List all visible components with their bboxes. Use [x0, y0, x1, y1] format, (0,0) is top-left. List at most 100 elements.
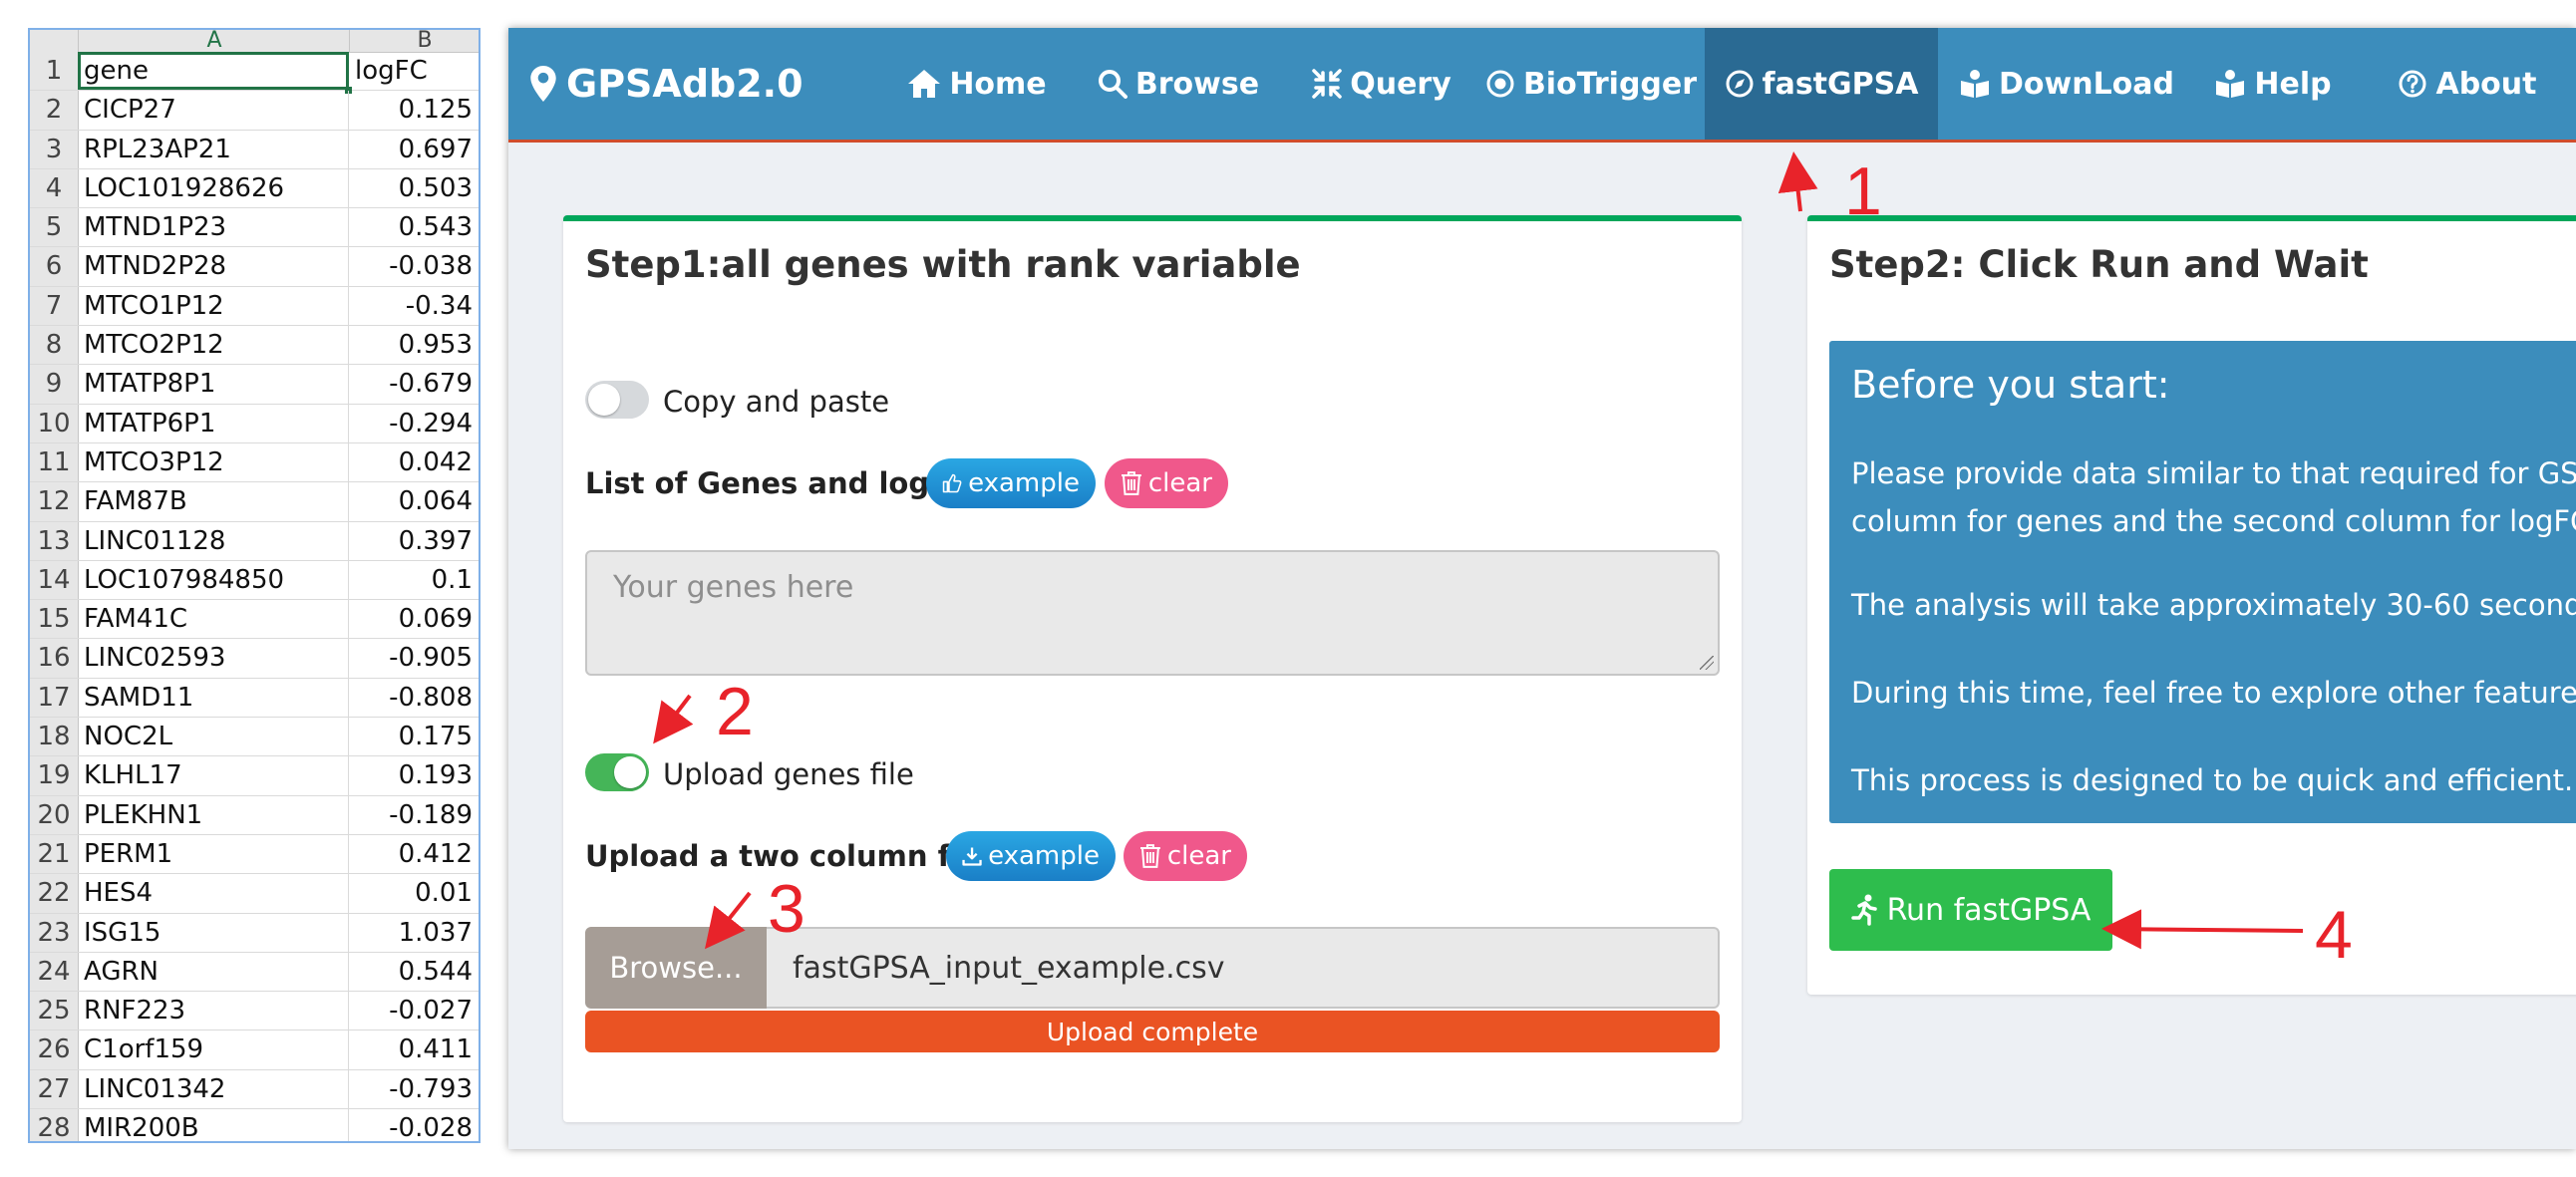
sheet-corner[interactable] — [30, 30, 78, 53]
resize-handle[interactable] — [1700, 656, 1714, 670]
cell-gene[interactable]: RNF223 — [78, 992, 349, 1030]
column-header-b[interactable]: B — [349, 30, 479, 53]
row-number[interactable]: 11 — [30, 442, 79, 482]
row-number[interactable]: 27 — [30, 1069, 79, 1109]
run-fastgpsa-button[interactable]: Run fastGPSA — [1829, 869, 2112, 951]
file-name-field[interactable]: fastGPSA_input_example.csv — [767, 927, 1720, 1009]
example-button[interactable]: example — [926, 458, 1096, 508]
row-number[interactable]: 7 — [30, 286, 79, 326]
cell-gene[interactable]: FAM41C — [78, 600, 349, 639]
copy-paste-toggle[interactable] — [585, 381, 649, 419]
clear-button[interactable]: clear — [1105, 458, 1228, 508]
row-number[interactable]: 25 — [30, 992, 79, 1030]
cell-gene[interactable]: HES4 — [78, 874, 349, 913]
nav-browse[interactable]: Browse — [1079, 28, 1278, 140]
cell-logfc[interactable]: -0.294 — [389, 408, 473, 439]
cell-logfc[interactable]: -0.808 — [389, 682, 473, 713]
cell-gene[interactable]: LOC101928626 — [78, 168, 349, 208]
row-number[interactable]: 19 — [30, 756, 79, 795]
row-number[interactable]: 28 — [30, 1109, 79, 1141]
cell-logfc[interactable]: -0.905 — [389, 643, 473, 674]
cell-gene[interactable]: MTATP6P1 — [78, 404, 349, 442]
row-number[interactable]: 14 — [30, 560, 79, 600]
cell-logfc[interactable]: -0.038 — [389, 251, 473, 282]
nav-about[interactable]: About — [2373, 28, 2562, 140]
cell-gene[interactable]: MTCO3P12 — [78, 442, 349, 482]
row-number[interactable]: 5 — [30, 208, 79, 247]
cell-logfc[interactable]: 0.064 — [398, 486, 473, 517]
cell-logfc[interactable]: 0.193 — [398, 760, 473, 791]
cell-logfc[interactable]: 0.125 — [398, 95, 473, 126]
cell-gene[interactable]: RPL23AP21 — [78, 130, 349, 168]
nav-help[interactable]: Help — [2203, 28, 2343, 140]
cell-logfc[interactable]: 0.953 — [398, 330, 473, 361]
row-number[interactable]: 26 — [30, 1030, 79, 1069]
cell-logfc[interactable]: -0.793 — [389, 1073, 473, 1104]
cell-logfc[interactable]: -0.679 — [389, 369, 473, 400]
cell-logfc[interactable]: -0.028 — [389, 1113, 473, 1141]
cell-gene[interactable]: MTND1P23 — [78, 208, 349, 247]
row-number[interactable]: 22 — [30, 874, 79, 913]
row-number[interactable]: 3 — [30, 130, 79, 168]
nav-download[interactable]: DownLoad — [1950, 28, 2183, 140]
row-number[interactable]: 8 — [30, 326, 79, 365]
row-number[interactable]: 12 — [30, 482, 79, 521]
upload-file-toggle[interactable] — [585, 753, 649, 791]
cell-logfc[interactable]: 0.503 — [398, 172, 473, 203]
cell-gene[interactable]: MTCO1P12 — [78, 286, 349, 326]
row-number[interactable]: 18 — [30, 718, 79, 756]
cell-logfc[interactable]: 0.1 — [431, 564, 473, 595]
cell-logfc[interactable]: 0.01 — [415, 878, 473, 909]
row-number[interactable]: 16 — [30, 639, 79, 678]
cell-gene[interactable]: LINC02593 — [78, 639, 349, 678]
cell-logfc[interactable]: 0.412 — [398, 838, 473, 869]
nav-fastgpsa[interactable]: fastGPSA — [1705, 28, 1938, 140]
cell-gene[interactable]: CICP27 — [78, 91, 349, 130]
cell-logfc[interactable]: 0.411 — [398, 1034, 473, 1065]
cell-logfc[interactable]: 0.544 — [398, 956, 473, 987]
genes-textarea[interactable]: Your genes here — [585, 550, 1720, 676]
cell-gene[interactable]: PLEKHN1 — [78, 795, 349, 834]
cell-logfc[interactable]: 0.175 — [398, 722, 473, 752]
nav-home[interactable]: Home — [889, 28, 1065, 140]
cell-gene[interactable]: C1orf159 — [78, 1030, 349, 1069]
cell-logfc[interactable]: 1.037 — [398, 917, 473, 948]
cell-logfc[interactable]: 0.697 — [398, 134, 473, 164]
cell-gene[interactable]: AGRN — [78, 952, 349, 992]
cell-gene[interactable]: FAM87B — [78, 482, 349, 521]
cell-logfc[interactable]: 0.397 — [398, 525, 473, 556]
row-number[interactable]: 6 — [30, 247, 79, 286]
cell-logfc[interactable]: 0.543 — [398, 212, 473, 243]
row-number[interactable]: 20 — [30, 795, 79, 834]
cell-gene[interactable]: gene — [78, 52, 352, 95]
row-number[interactable]: 4 — [30, 168, 79, 208]
row-number[interactable]: 21 — [30, 834, 79, 874]
cell-logfc[interactable]: -0.189 — [389, 799, 473, 830]
row-number[interactable]: 23 — [30, 913, 79, 952]
row-number[interactable]: 1 — [30, 52, 79, 91]
cell-gene[interactable]: LOC107984850 — [78, 560, 349, 600]
cell-logfc[interactable]: 0.069 — [398, 604, 473, 635]
browse-button[interactable]: Browse... — [585, 927, 767, 1009]
cell-gene[interactable]: MIR200B — [78, 1109, 349, 1141]
nav-biotrigger[interactable]: BioTrigger — [1481, 28, 1701, 140]
brand-link[interactable]: GPSAdb2.0 — [530, 28, 804, 140]
column-header-a[interactable]: A — [78, 30, 350, 53]
cell-logfc[interactable]: logFC — [355, 56, 428, 86]
row-number[interactable]: 13 — [30, 521, 79, 560]
cell-gene[interactable]: LINC01128 — [78, 521, 349, 560]
cell-gene[interactable]: PERM1 — [78, 834, 349, 874]
cell-gene[interactable]: LINC01342 — [78, 1069, 349, 1109]
cell-gene[interactable]: SAMD11 — [78, 678, 349, 718]
cell-gene[interactable]: MTND2P28 — [78, 247, 349, 286]
row-number[interactable]: 9 — [30, 365, 79, 404]
cell-logfc[interactable]: 0.042 — [398, 446, 473, 477]
cell-gene[interactable]: MTATP8P1 — [78, 365, 349, 404]
row-number[interactable]: 2 — [30, 91, 79, 130]
row-number[interactable]: 17 — [30, 678, 79, 718]
row-number[interactable]: 10 — [30, 404, 79, 442]
nav-query[interactable]: Query — [1293, 28, 1470, 140]
cell-gene[interactable]: KLHL17 — [78, 756, 349, 795]
cell-gene[interactable]: MTCO2P12 — [78, 326, 349, 365]
cell-gene[interactable]: ISG15 — [78, 913, 349, 952]
